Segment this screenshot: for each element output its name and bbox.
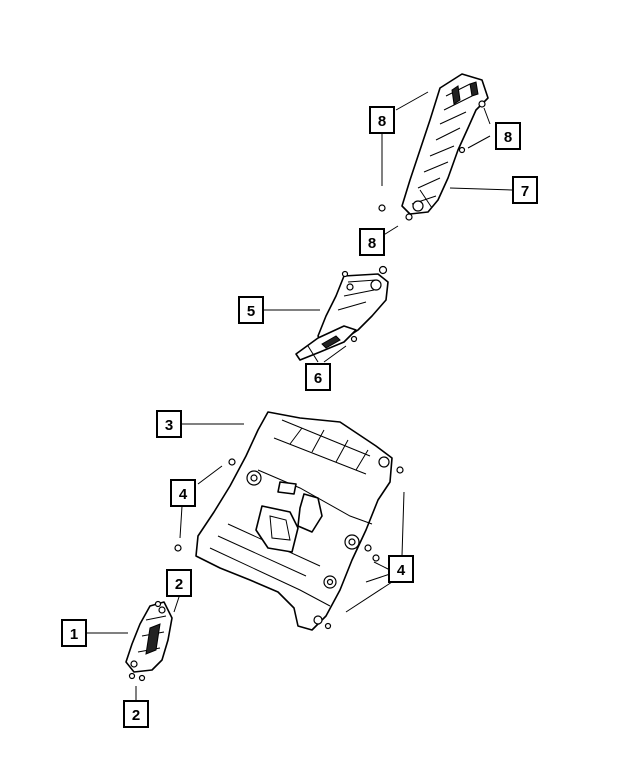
callout-6: 6 — [305, 363, 331, 391]
callout-4-left: 4 — [170, 479, 196, 507]
nut-4-right — [396, 466, 404, 474]
callout-label: 3 — [165, 417, 173, 434]
nut-middle-left — [341, 270, 349, 278]
callout-label: 6 — [314, 370, 322, 387]
nut-2-lower-a — [128, 672, 136, 680]
callout-7: 7 — [512, 176, 538, 204]
nut-2-lower-b — [138, 674, 146, 682]
heat-shield-floor — [195, 411, 393, 631]
callout-label: 8 — [368, 235, 376, 252]
callout-1: 1 — [61, 619, 87, 647]
callout-label: 4 — [397, 562, 406, 579]
nut-2-upper — [154, 600, 162, 608]
callout-label: 8 — [378, 113, 386, 130]
callout-8-top: 8 — [369, 106, 395, 134]
callout-2-upper: 2 — [166, 569, 192, 597]
callout-3: 3 — [156, 410, 182, 438]
heat-shield-small — [125, 601, 173, 673]
callout-label: 8 — [504, 129, 512, 146]
callout-8-right: 8 — [495, 122, 521, 150]
callout-8-middle: 8 — [359, 228, 385, 256]
nut-8-lower — [405, 213, 413, 221]
nut-8-upper-right — [478, 100, 486, 108]
nut-8-middle — [378, 265, 388, 275]
nut-8-mid-right — [458, 146, 466, 154]
callout-label: 2 — [132, 707, 140, 724]
callout-label: 1 — [70, 626, 78, 643]
nut-4-lower-right-a — [364, 544, 372, 552]
nut-4-lower-right-b — [372, 554, 380, 562]
nut-4-upper — [228, 458, 236, 466]
heat-shield-upper — [401, 73, 489, 215]
nut-4-left — [174, 544, 182, 552]
callout-4-right: 4 — [388, 555, 414, 583]
callout-label: 4 — [179, 486, 188, 503]
callout-5: 5 — [238, 296, 264, 324]
callout-2-lower: 2 — [123, 700, 149, 728]
nut-8-left — [378, 204, 386, 212]
nut-4-bottom — [324, 622, 332, 630]
callout-label: 5 — [247, 303, 255, 320]
callout-label: 2 — [175, 576, 183, 593]
callout-label: 7 — [521, 183, 529, 200]
